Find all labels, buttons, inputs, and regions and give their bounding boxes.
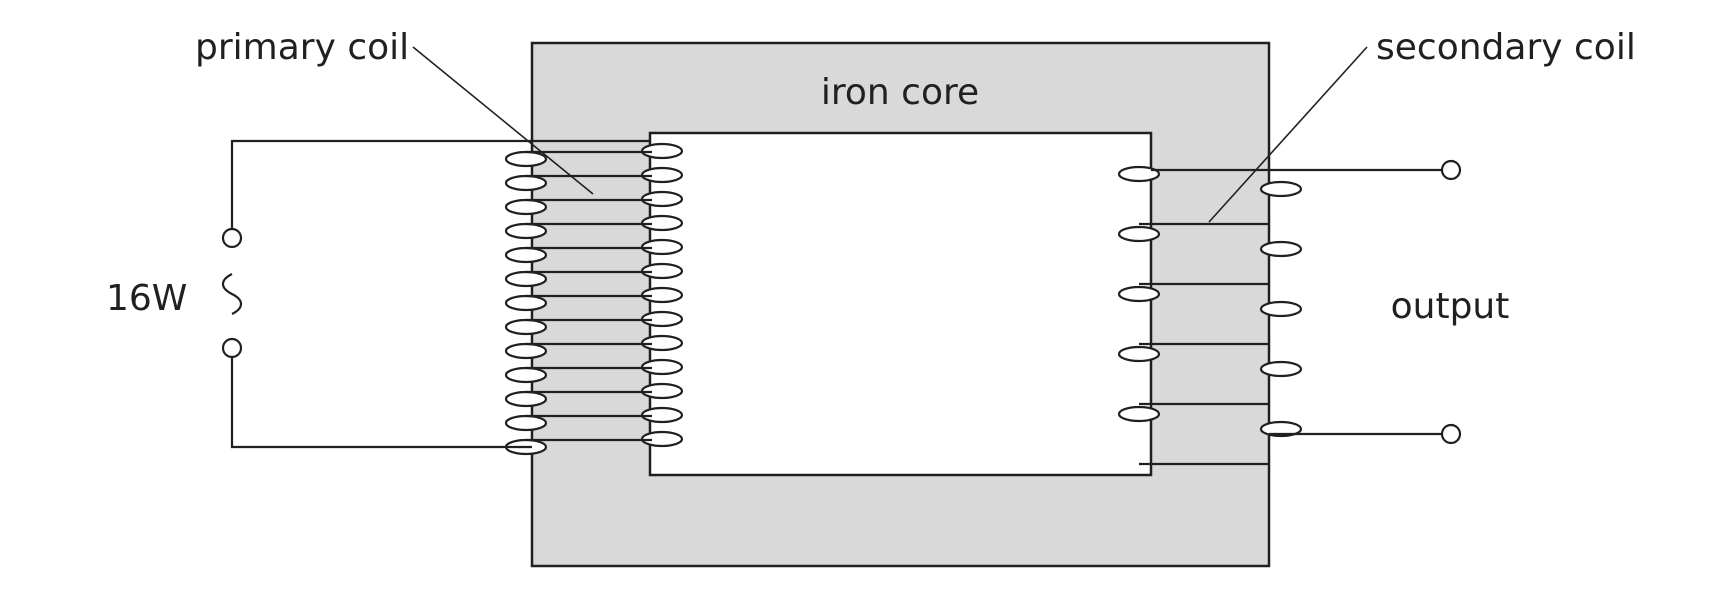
input-wire-bottom (230, 358, 532, 449)
primary-coil-left-loop (504, 150, 548, 168)
secondary-coil-right-loop (1259, 300, 1303, 318)
primary-coil-label: primary coil (195, 27, 409, 68)
secondary-coil-left-loop (1117, 345, 1161, 363)
primary-coil-leader (412, 46, 594, 195)
iron-core (530, 41, 1271, 568)
secondary-coil-right-loop (1259, 180, 1303, 198)
input-terminal-top (221, 227, 243, 249)
primary-coil-left-loop (504, 222, 548, 240)
primary-coil-left-loop (504, 198, 548, 216)
secondary-coil-left-loop (1117, 225, 1161, 243)
secondary-coil (1117, 165, 1303, 466)
iron-core-label: iron core (821, 72, 979, 113)
output-terminal-top (1440, 159, 1462, 181)
primary-coil-left-loop (504, 174, 548, 192)
secondary-coil-label: secondary coil (1376, 27, 1636, 68)
secondary-coil-right-loop (1259, 420, 1303, 438)
primary-coil (504, 142, 684, 456)
primary-coil-left-loop (504, 366, 548, 384)
iron-core-window (648, 131, 1153, 477)
secondary-coil-left-loop (1117, 285, 1161, 303)
output-terminal-bottom (1440, 423, 1462, 445)
input-circuit (221, 139, 650, 449)
primary-coil-left-loop (504, 246, 548, 264)
output-circuit (1151, 159, 1462, 445)
input-power-label: 16W (106, 278, 187, 319)
primary-coil-left-loop (504, 414, 548, 432)
output-label: output (1391, 286, 1510, 327)
input-wire-top (230, 139, 650, 228)
secondary-coil-leader (1208, 46, 1368, 223)
secondary-coil-right-loop (1259, 360, 1303, 378)
input-terminal-bottom (221, 337, 243, 359)
ac-sine-icon (221, 273, 243, 315)
secondary-coil-left-loop (1117, 165, 1161, 183)
primary-coil-left-loop (504, 318, 548, 336)
primary-coil-left-loop (504, 294, 548, 312)
secondary-coil-right-loop (1259, 240, 1303, 258)
primary-coil-left-loop (504, 390, 548, 408)
primary-coil-left-loop (504, 270, 548, 288)
primary-coil-left-loop (504, 342, 548, 360)
secondary-coil-left-loop (1117, 405, 1161, 423)
